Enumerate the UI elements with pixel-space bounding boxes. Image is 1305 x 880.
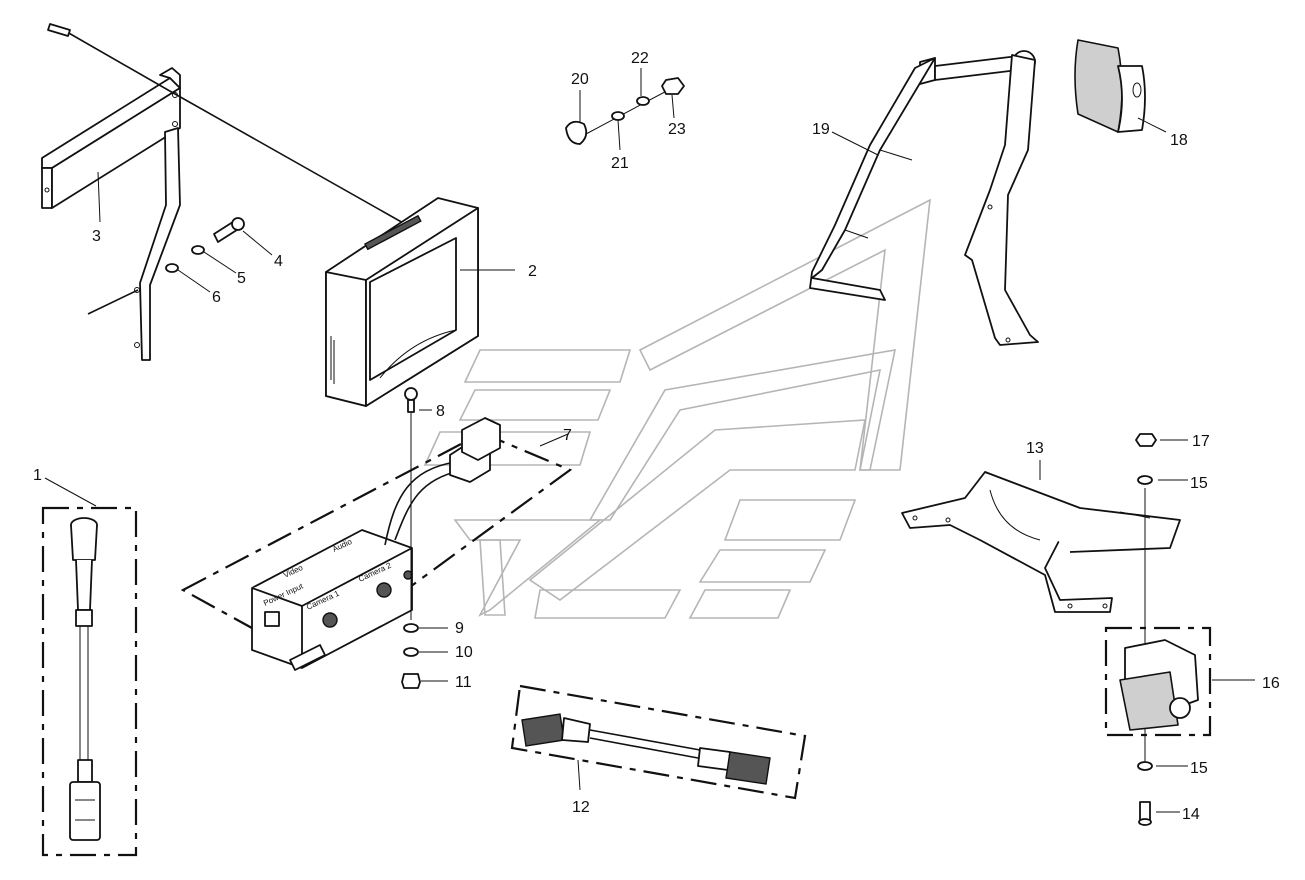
callout-18: 18 — [1170, 132, 1188, 149]
callout-14: 14 — [1182, 806, 1200, 823]
callout-17: 17 — [1192, 433, 1210, 450]
callout-15a: 15 — [1190, 475, 1208, 492]
part-18-camera — [1074, 39, 1167, 133]
part-16-camera-mount — [1104, 626, 1255, 737]
callout-4: 4 — [274, 253, 283, 270]
callout-21: 21 — [611, 155, 629, 172]
callout-13: 13 — [1026, 440, 1044, 457]
callout-3: 3 — [92, 228, 101, 245]
part-12-extension-cable — [510, 684, 807, 800]
callout-11: 11 — [455, 674, 472, 691]
part-19-u-bracket — [809, 50, 1039, 346]
part-7-control-box: Video Audio Power Input Camera 1 Camera … — [180, 417, 573, 671]
part-13-mounting-bracket — [901, 460, 1181, 613]
parts-14-17-fastener-stack — [1135, 433, 1188, 826]
part-2-monitor — [325, 197, 515, 407]
part-3-bracket-arm — [41, 23, 406, 361]
parts-8-11-fasteners — [401, 387, 448, 689]
callout-5: 5 — [237, 270, 246, 287]
callout-6: 6 — [212, 289, 221, 306]
callout-23: 23 — [668, 121, 686, 138]
callout-8: 8 — [436, 403, 445, 420]
watermark-logo — [423, 198, 931, 619]
parts-20-23-clamp — [565, 68, 685, 151]
callout-2: 2 — [528, 263, 537, 280]
callout-labels: 1 2 3 4 5 6 7 8 9 10 11 12 13 14 15 15 1… — [33, 50, 1280, 823]
callout-15b: 15 — [1190, 760, 1208, 777]
callout-22: 22 — [631, 50, 649, 67]
callout-12: 12 — [572, 799, 590, 816]
callout-10: 10 — [455, 644, 473, 661]
part-1-cable-harness — [41, 506, 138, 857]
callout-19: 19 — [812, 121, 830, 138]
parts-4-5-6-hardware — [165, 217, 273, 293]
callout-16: 16 — [1262, 675, 1280, 692]
callout-1: 1 — [33, 467, 42, 484]
callout-9: 9 — [455, 620, 464, 637]
callout-20: 20 — [571, 71, 589, 88]
callout-7: 7 — [563, 427, 572, 444]
